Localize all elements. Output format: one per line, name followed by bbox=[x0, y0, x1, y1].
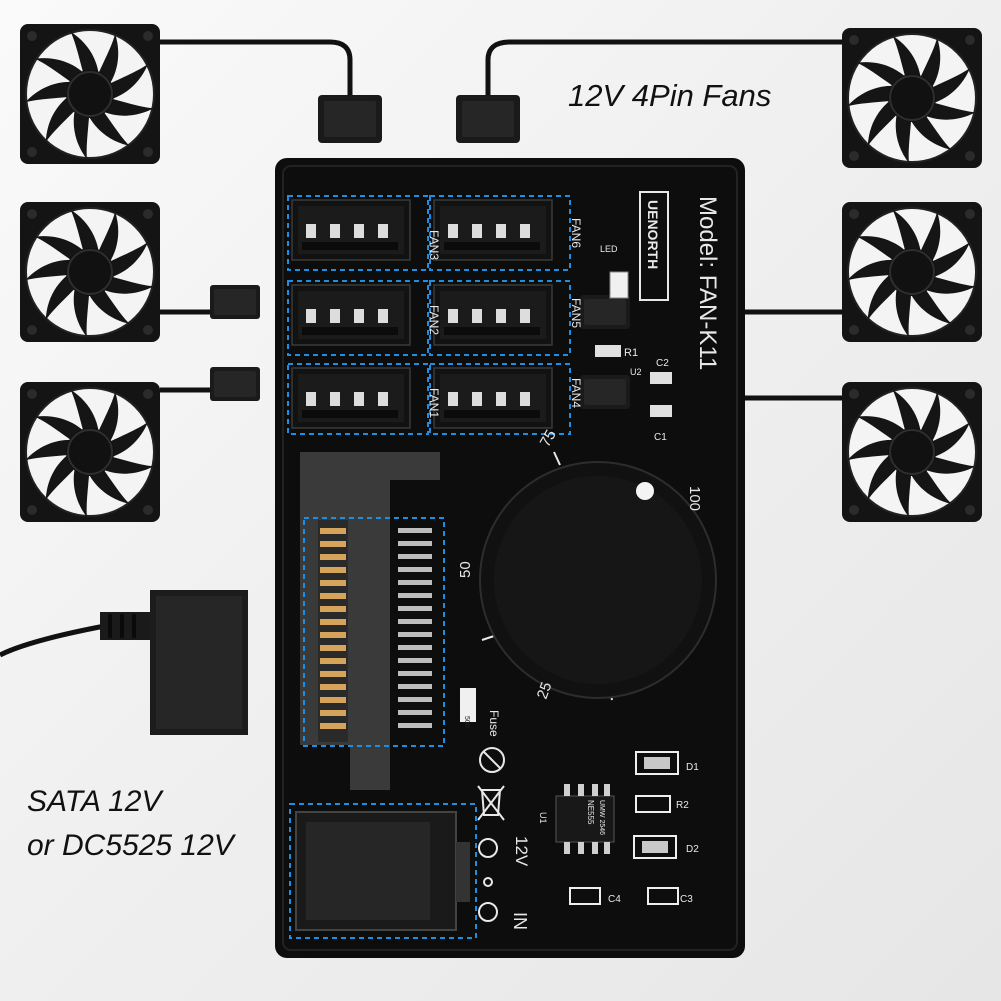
dc-jack bbox=[289, 803, 477, 939]
header-label-fan3: FAN3 bbox=[427, 230, 441, 260]
component-c1: C1 bbox=[654, 432, 667, 443]
fan-low-right bbox=[841, 381, 983, 523]
header-plug-left-lower bbox=[210, 367, 260, 401]
fan-header-grid bbox=[287, 195, 571, 435]
brand-logo-frame bbox=[639, 191, 669, 301]
speed-dial-knob[interactable] bbox=[479, 461, 717, 699]
power-caption: SATA 12V or DC5525 12V bbox=[27, 780, 234, 868]
power-caption-line1: SATA 12V bbox=[27, 785, 162, 818]
fuse-code: 500 bbox=[463, 716, 470, 728]
header-plug-left-upper bbox=[210, 285, 260, 319]
component-d2: D2 bbox=[686, 844, 699, 855]
fan-mid-right bbox=[841, 201, 983, 343]
fan-plug-top-left bbox=[318, 95, 382, 143]
fan-low-left bbox=[19, 381, 161, 523]
chip-code: UMW 2546 bbox=[598, 800, 605, 835]
dial-mark-100: 100 bbox=[686, 486, 703, 511]
led-label: LED bbox=[600, 244, 618, 254]
header-plug-right-lower bbox=[580, 375, 630, 409]
dial-mark-50: 50 bbox=[457, 561, 474, 578]
voltage-label: 12V bbox=[512, 836, 531, 867]
component-c2: C2 bbox=[656, 358, 669, 369]
header-label-fan2: FAN2 bbox=[427, 305, 441, 335]
chip-label: NE555 bbox=[586, 800, 595, 825]
fans-caption: 12V 4Pin Fans bbox=[568, 78, 772, 113]
header-label-fan4: FAN4 bbox=[569, 378, 583, 408]
timer-chip bbox=[555, 784, 615, 854]
chip-ref: U1 bbox=[538, 812, 548, 824]
dial-mark-75: 75 bbox=[537, 427, 560, 450]
controller-board: FAN3 FAN6 FAN2 FAN5 FAN1 FAN4 UENORTH Mo… bbox=[210, 158, 745, 958]
fan-top-right bbox=[841, 27, 983, 169]
input-label: IN bbox=[510, 912, 530, 930]
sata-power-plug bbox=[100, 590, 248, 735]
smd-components bbox=[460, 271, 679, 905]
header-label-fan1: FAN1 bbox=[427, 388, 441, 418]
fan-mid-left bbox=[19, 201, 161, 343]
fan-plug-top-right bbox=[456, 95, 520, 143]
sata-socket bbox=[300, 452, 445, 790]
compliance-symbols bbox=[477, 747, 505, 922]
component-u2: U2 bbox=[630, 367, 642, 377]
header-label-fan6: FAN6 bbox=[569, 218, 583, 248]
brand-label: UENORTH bbox=[645, 200, 661, 269]
component-c4: C4 bbox=[608, 894, 621, 905]
fan-top-left bbox=[19, 23, 161, 165]
component-c3: C3 bbox=[680, 894, 693, 905]
power-caption-line2: or DC5525 12V bbox=[27, 829, 234, 862]
dial-mark-25: 25 bbox=[534, 680, 556, 701]
component-d1: D1 bbox=[686, 762, 699, 773]
fuse-label: Fuse bbox=[487, 710, 501, 737]
header-plug-right-upper bbox=[580, 295, 630, 329]
component-r1: R1 bbox=[624, 347, 638, 359]
component-r2: R2 bbox=[676, 800, 689, 811]
model-label: Model: FAN-K11 bbox=[694, 196, 721, 370]
header-label-fan5: FAN5 bbox=[569, 298, 583, 328]
